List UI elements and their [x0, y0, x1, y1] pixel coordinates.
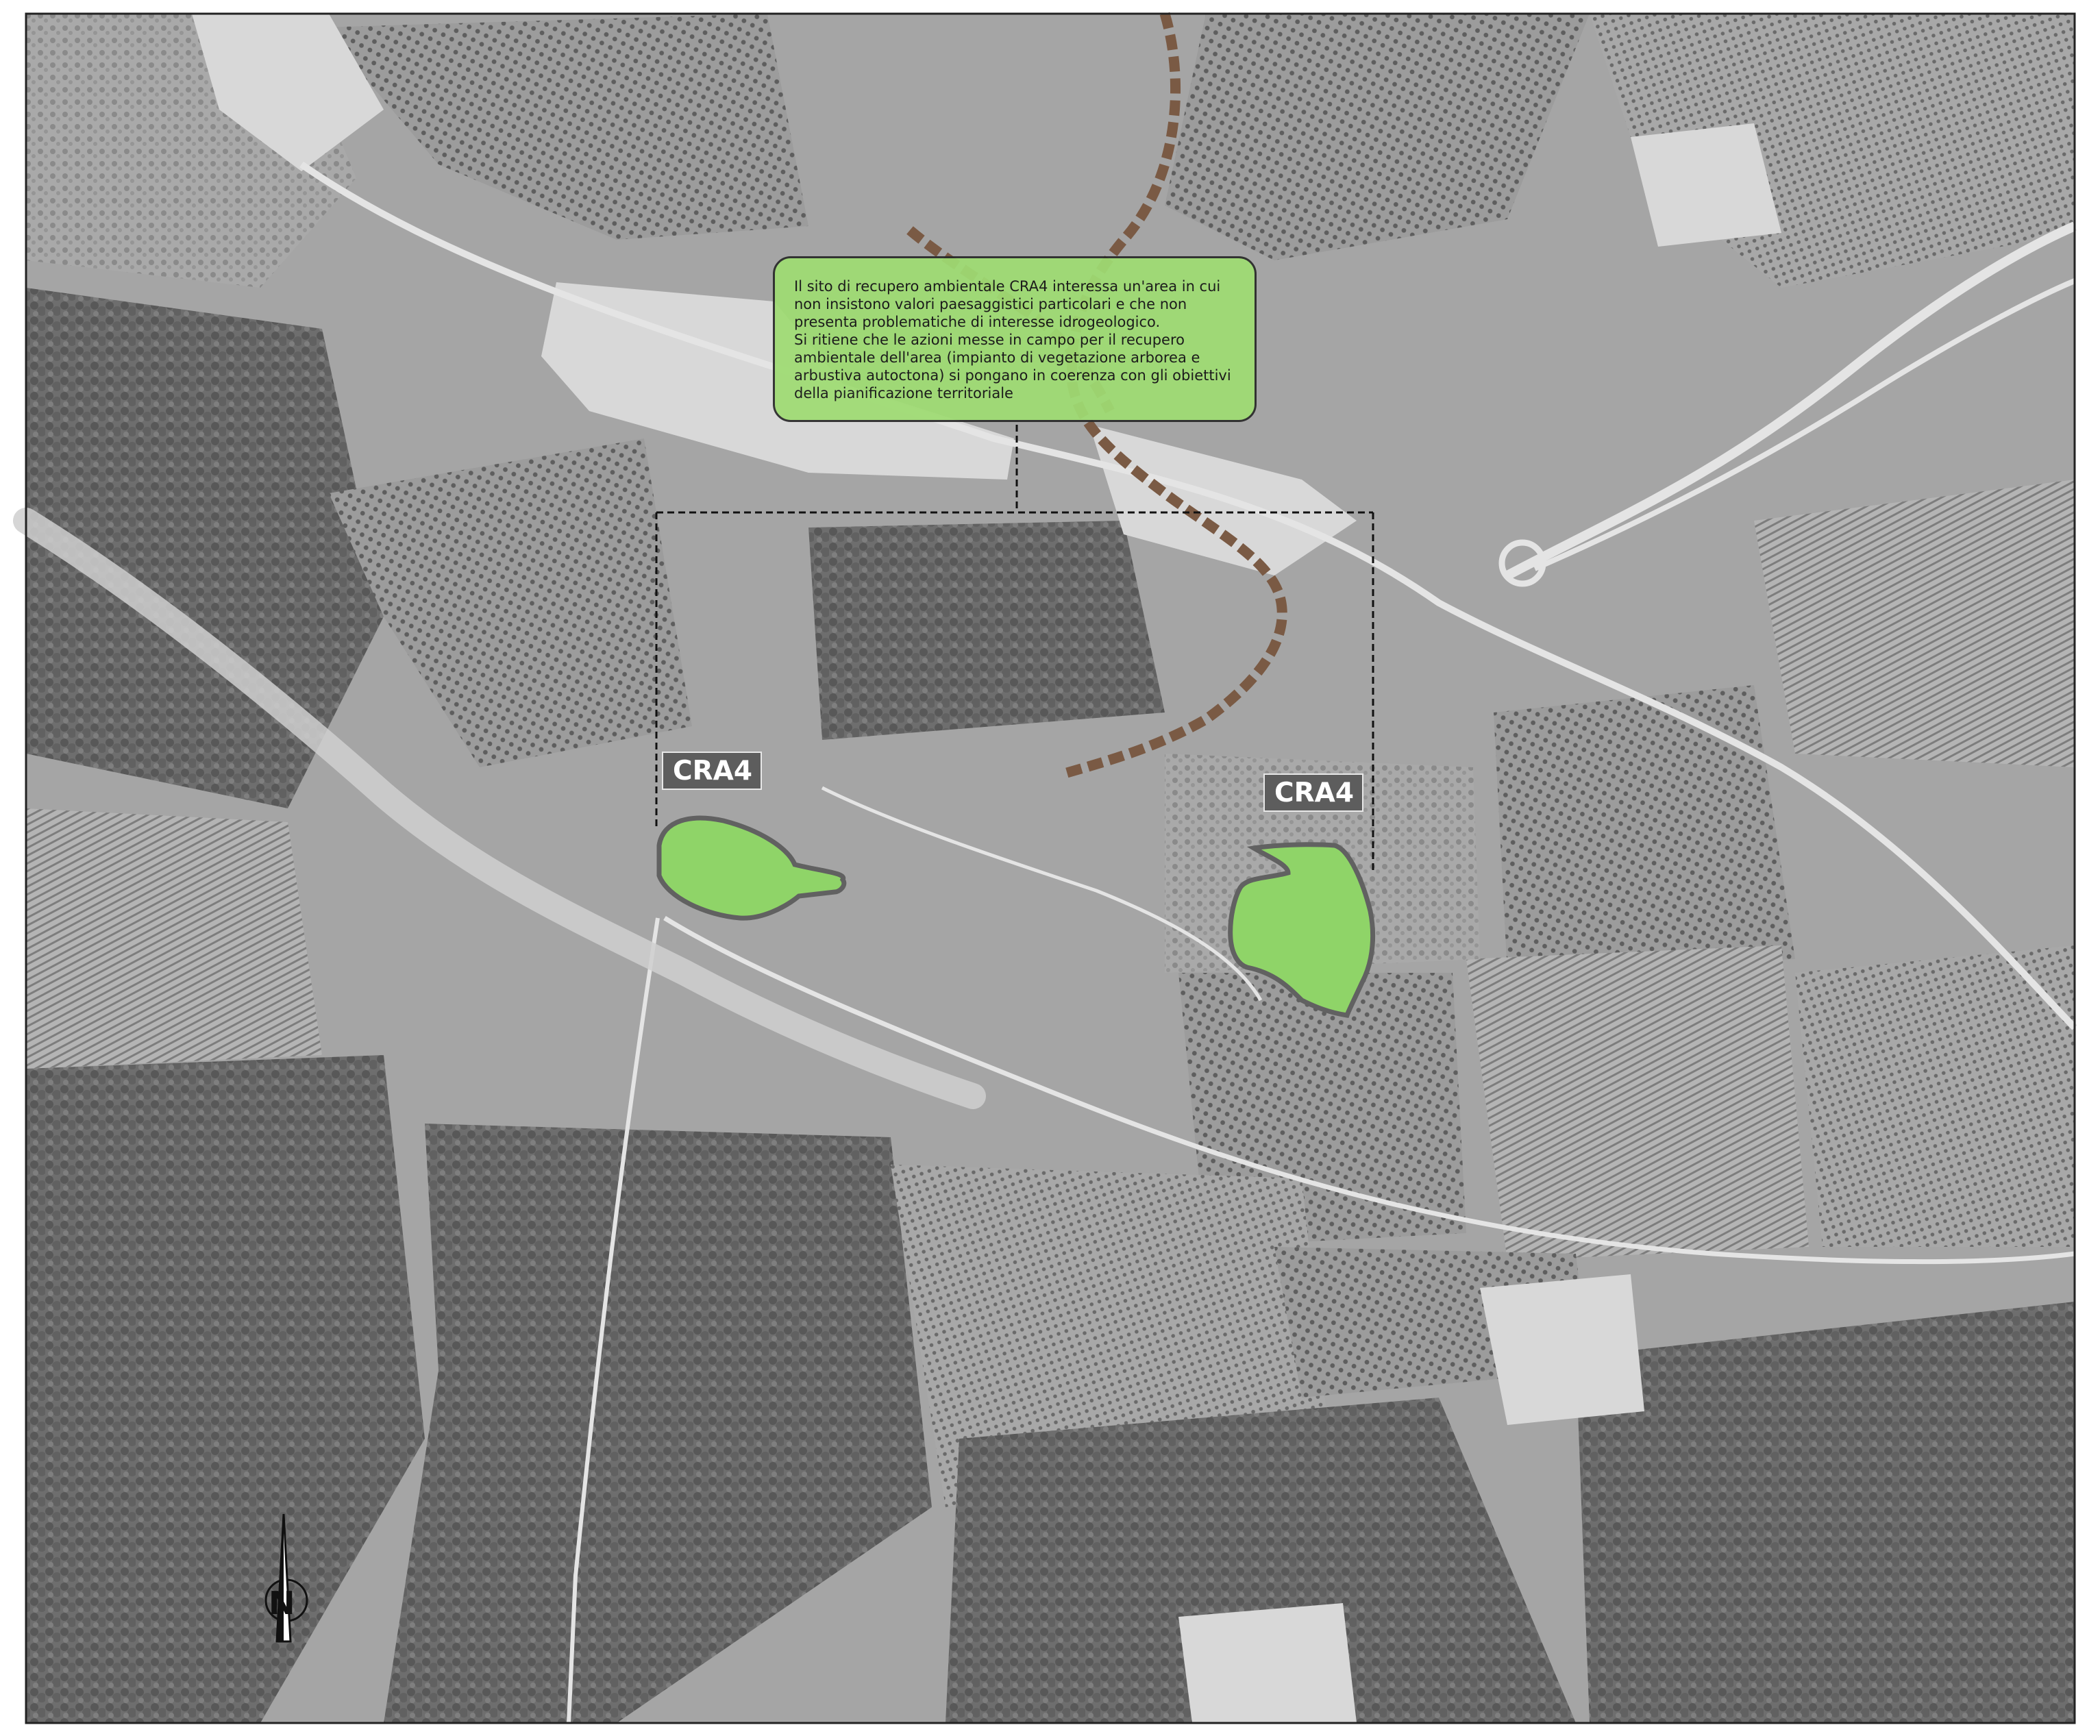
river	[13, 508, 986, 1109]
land-cover	[26, 14, 2075, 1723]
info-callout: Il sito di recupero ambientale CRA4 inte…	[773, 256, 1257, 422]
map-frame	[25, 12, 2076, 1724]
site-cra4-east	[1228, 842, 1376, 1018]
north-arrow-icon	[264, 1513, 308, 1643]
roads	[299, 161, 2077, 1724]
site-label-cra4-east: CRA4	[1263, 773, 1363, 812]
leader-lines	[655, 425, 1374, 870]
site-cra4-west	[656, 815, 847, 921]
north-label: N	[269, 1585, 295, 1622]
site-label-cra4-west: CRA4	[662, 752, 762, 790]
callout-text: Il sito di recupero ambientale CRA4 inte…	[794, 278, 1231, 401]
